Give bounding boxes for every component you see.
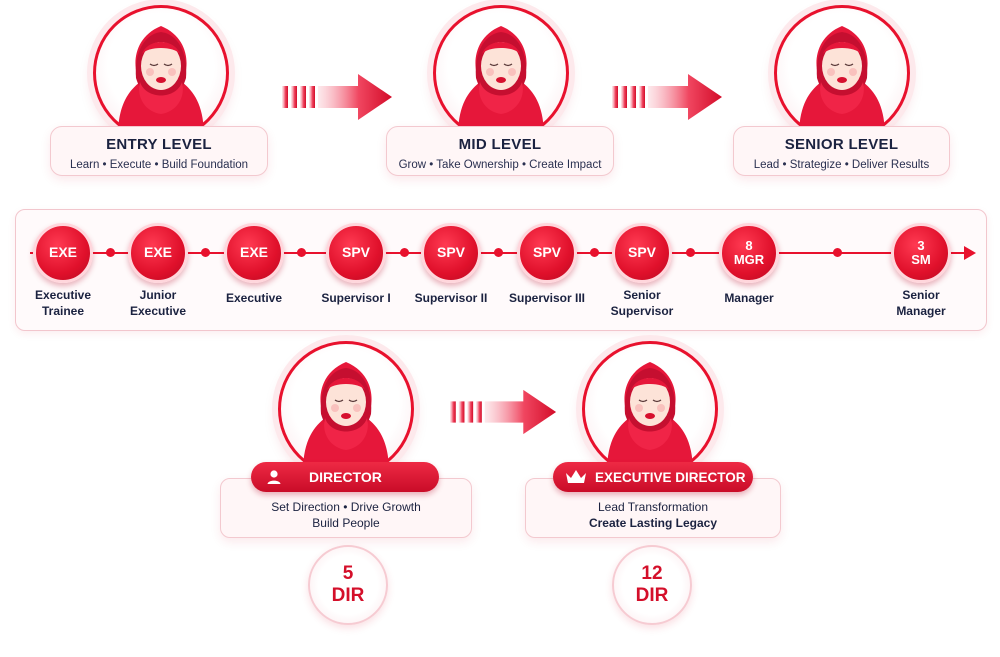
node-code: SPV [341, 244, 370, 261]
entry-level-card: ENTRY LEVEL Learn • Execute • Build Foun… [50, 126, 268, 176]
executive-director-count-badge: 12 DIR [612, 545, 692, 625]
entry-level-avatar [93, 5, 229, 141]
ladder-node-supervisor-3: SPV [517, 223, 577, 283]
node-code: SPV [532, 244, 561, 261]
mid-level-card: MID LEVEL Grow • Take Ownership • Create… [386, 126, 614, 176]
director-title-pill: DIRECTOR [251, 462, 439, 492]
executive-director-text-2: Create Lasting Legacy [588, 516, 718, 531]
hijab-woman-icon [777, 8, 907, 138]
ladder-label: Supervisor III [508, 291, 586, 305]
node-number: 3 [917, 237, 925, 253]
arrow-right-icon [450, 389, 557, 435]
entry-level-title: ENTRY LEVEL [106, 136, 212, 153]
executive-director-title-pill: EXECUTIVE DIRECTOR [553, 462, 753, 492]
ladder-node-senior-supervisor: SPV [612, 223, 672, 283]
badge-number: 12 [641, 563, 663, 585]
connector-dot [686, 248, 695, 257]
node-code: MGR [733, 252, 765, 267]
ladder-node-supervisor-2: SPV [421, 223, 481, 283]
ladder-node-junior-executive: EXE [128, 223, 188, 283]
connector-dot [201, 248, 210, 257]
director-count-badge: 5 DIR [308, 545, 388, 625]
ladder-node-supervisor-1: SPV [326, 223, 386, 283]
ladder-label: Supervisor I [321, 291, 391, 305]
node-code: EXE [143, 244, 172, 261]
hijab-woman-icon [96, 8, 226, 138]
arrow-right-icon [282, 74, 392, 120]
node-code: SPV [627, 244, 656, 261]
crown-icon [566, 470, 586, 483]
node-code: SM [911, 252, 931, 267]
senior-level-subtitle: Lead • Strategize • Deliver Results [753, 159, 930, 171]
ladder-arrow-icon [964, 246, 976, 260]
hijab-woman-icon [585, 344, 715, 474]
mid-level-subtitle: Grow • Take Ownership • Create Impact [398, 159, 602, 171]
node-number: 8 [745, 237, 753, 253]
node-code: SPV [436, 244, 465, 261]
connector-dot [833, 248, 842, 257]
director-text-2: Build People [312, 516, 380, 531]
executive-director-avatar [582, 341, 718, 477]
director-text-1: Set Direction • Drive Growth [271, 500, 421, 514]
arrow-right-icon [612, 74, 722, 120]
badge-number: 5 [342, 563, 354, 585]
ladder-label: Executive [225, 291, 283, 305]
ladder-node-manager: 8 MGR [719, 223, 779, 283]
badge-code: DIR [331, 585, 365, 606]
ladder-label: Manager [724, 291, 774, 305]
connector-dot [590, 248, 599, 257]
node-code: EXE [48, 244, 77, 261]
ladder-node-executive-trainee: EXE [33, 223, 93, 283]
senior-level-avatar [774, 5, 910, 141]
connector-dot [297, 248, 306, 257]
node-code: EXE [239, 244, 268, 261]
director-avatar [278, 341, 414, 477]
ladder-node-executive: EXE [224, 223, 284, 283]
mid-level-avatar [433, 5, 569, 141]
person-icon [267, 470, 281, 484]
connector-dot [494, 248, 503, 257]
connector-dot [400, 248, 409, 257]
director-title: DIRECTOR [309, 469, 382, 485]
entry-level-subtitle: Learn • Execute • Build Foundation [69, 159, 249, 171]
executive-director-title: EXECUTIVE DIRECTOR [595, 469, 746, 485]
senior-level-card: SENIOR LEVEL Lead • Strategize • Deliver… [733, 126, 950, 176]
mid-level-title: MID LEVEL [458, 136, 542, 153]
hijab-woman-icon [281, 344, 411, 474]
senior-level-title: SENIOR LEVEL [784, 136, 899, 153]
connector-dot [106, 248, 115, 257]
ladder-node-senior-manager: 3 SM [891, 223, 951, 283]
ladder-label: Supervisor II [414, 291, 488, 305]
hijab-woman-icon [436, 8, 566, 138]
badge-code: DIR [635, 585, 669, 606]
executive-director-text-1: Lead Transformation [597, 500, 709, 514]
